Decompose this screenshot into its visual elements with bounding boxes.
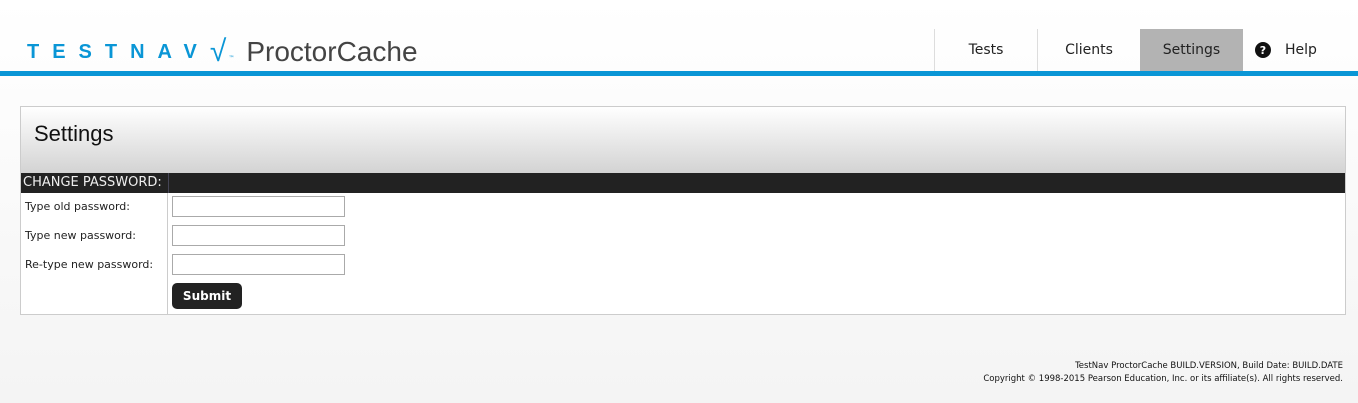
- old-password-label: Type old password:: [25, 200, 130, 213]
- main-nav: Tests Clients Settings ? Help: [934, 29, 1358, 71]
- header: TESTNAV √ ™ ProctorCache Tests Clients S…: [0, 0, 1358, 76]
- app-title: ProctorCache: [246, 36, 418, 67]
- build-info: TestNav ProctorCache BUILD.VERSION, Buil…: [1075, 361, 1343, 371]
- retype-password-input[interactable]: [172, 254, 345, 275]
- nav-clients[interactable]: Clients: [1037, 29, 1140, 71]
- new-password-label: Type new password:: [25, 229, 136, 242]
- section-header: CHANGE PASSWORD:: [21, 173, 1345, 193]
- help-icon: ?: [1255, 42, 1271, 58]
- footer: TestNav ProctorCache BUILD.VERSION, Buil…: [983, 360, 1343, 386]
- retype-password-label: Re-type new password:: [25, 258, 154, 271]
- new-password-input[interactable]: [172, 225, 345, 246]
- testnav-logo: TESTNAV √ ™ ProctorCache: [27, 34, 418, 70]
- nav-help[interactable]: ? Help: [1243, 29, 1358, 71]
- nav-settings[interactable]: Settings: [1140, 29, 1243, 71]
- old-password-input[interactable]: [172, 196, 345, 217]
- help-label: Help: [1285, 42, 1317, 58]
- settings-panel: Settings CHANGE PASSWORD: Type old passw…: [20, 106, 1346, 315]
- logo-text: TESTNAV: [27, 41, 210, 63]
- page-title: Settings: [21, 107, 1345, 173]
- checkmark-icon: √: [209, 35, 227, 68]
- section-title: CHANGE PASSWORD:: [23, 173, 169, 193]
- submit-button[interactable]: Submit: [172, 283, 242, 309]
- change-password-form: Type old password: Type new password: Re…: [21, 193, 1345, 314]
- trademark: ™: [228, 55, 235, 62]
- nav-tests[interactable]: Tests: [934, 29, 1037, 71]
- copyright: Copyright © 1998-2015 Pearson Education,…: [983, 374, 1343, 384]
